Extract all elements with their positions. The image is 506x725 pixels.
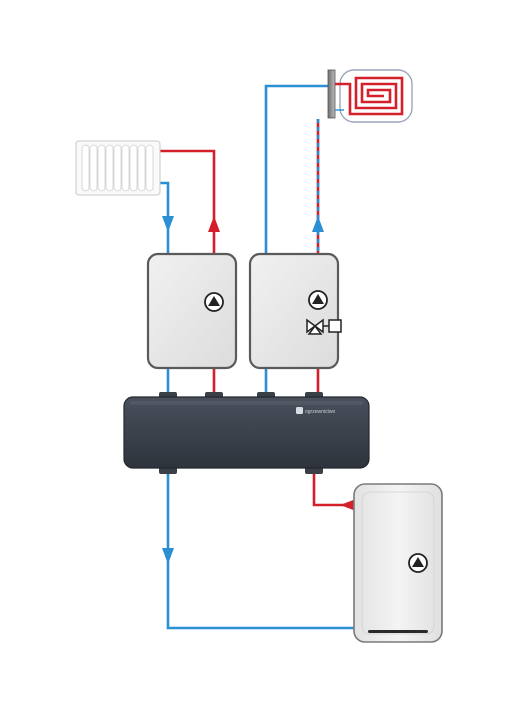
radiator-fins [81, 144, 154, 192]
floor-mount-bar [327, 69, 336, 119]
boiler [353, 483, 443, 643]
underfloor-heating-loop [327, 69, 413, 123]
radiator [75, 140, 161, 196]
flow-arrow-up-icon [208, 216, 220, 232]
flow-arrow-down-icon [162, 548, 174, 564]
floor-coil [335, 76, 404, 116]
pump-icon [204, 292, 224, 312]
hydraulic-separator: ogrzewnictwo [123, 392, 370, 474]
pump-icon [308, 290, 328, 310]
brand-logo-icon [296, 407, 303, 414]
flow-arrow-left-icon [340, 499, 356, 511]
flow-arrow-up-icon [312, 216, 324, 232]
flow-arrow-down-icon [162, 216, 174, 232]
pump-icon [408, 553, 428, 573]
pump-module-direct [146, 252, 238, 370]
brand-label: ogrzewnictwo [305, 409, 336, 415]
pump-module-mixing [248, 252, 342, 370]
actuator-icon [328, 319, 342, 333]
boiler-base-bar [368, 630, 428, 633]
pipe-boiler-return [166, 470, 356, 630]
